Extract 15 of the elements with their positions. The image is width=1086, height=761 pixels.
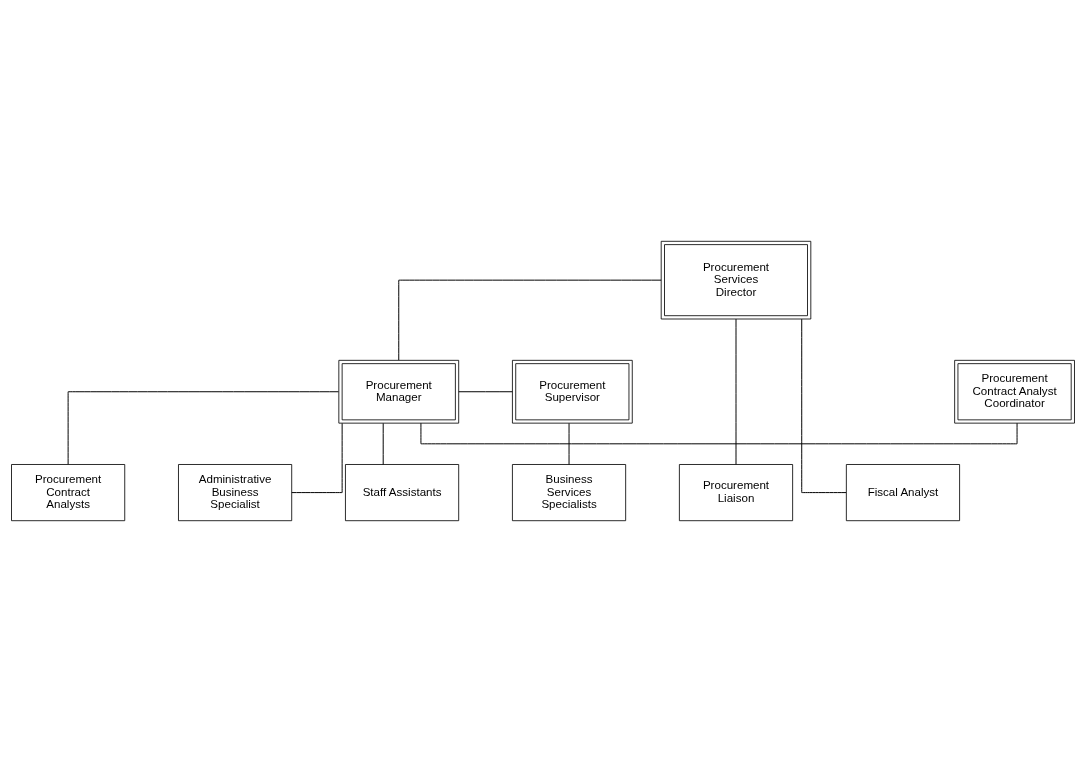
node-box: Fiscal Analyst [845,463,960,521]
connector [398,279,662,361]
connector [568,422,570,465]
connector [67,390,339,465]
connector [458,390,513,392]
connector [420,422,1018,444]
connector [382,422,384,465]
connector [291,422,343,493]
connector [735,318,737,465]
connector [801,318,847,493]
node-box: Administrative Business Specialist [178,463,293,521]
node-box: Procurement Liaison [678,463,794,521]
node-box: Procurement Contract Analysts [11,463,126,521]
node-box: Business Services Specialists [512,463,627,521]
node-box: Staff Assistants [345,463,460,521]
